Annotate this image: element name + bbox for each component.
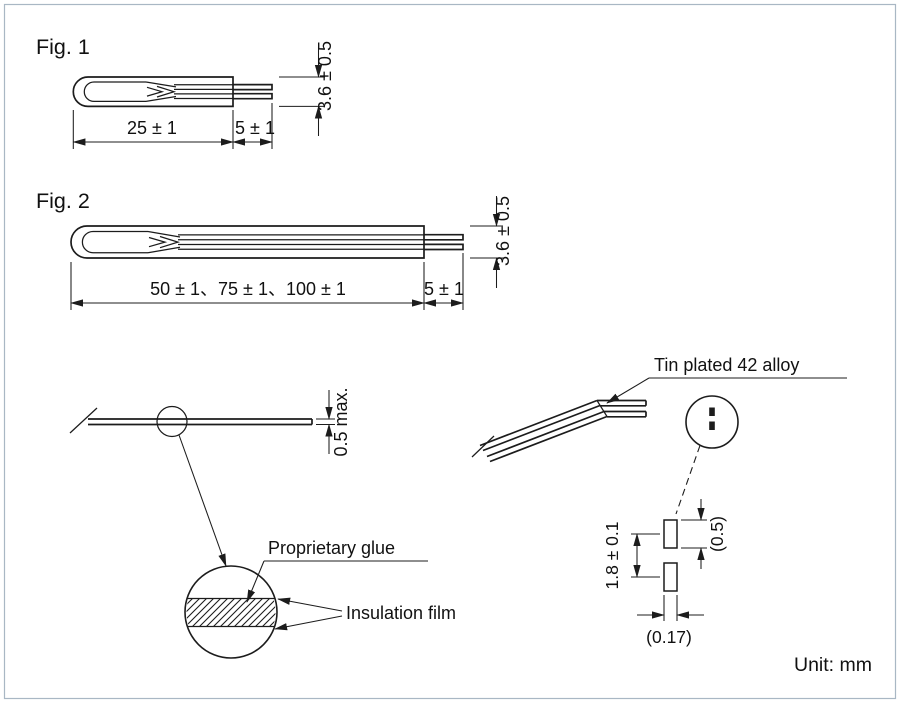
figure1: Fig. 1 25 ± 1 5 ± 1 3.6 ± 0.5 xyxy=(36,35,335,149)
alloy-label: Tin plated 42 alloy xyxy=(654,355,799,375)
lead-cross-section-dot-top xyxy=(709,407,715,416)
lead-cross-section-detail: 1.8 ± 0.1 (0.5) (0.17) xyxy=(602,499,727,647)
strip-break-mark xyxy=(471,435,495,458)
detail-circle xyxy=(184,565,278,659)
page-border xyxy=(3,3,897,700)
glue-hatch-area xyxy=(186,598,276,627)
figure2-component-body xyxy=(70,225,464,259)
figure1-lead-dimension: 5 ± 1 xyxy=(235,118,275,138)
side-view-break-mark xyxy=(69,407,98,434)
film-leader-arrow-top xyxy=(277,597,343,612)
glue-leader-arrow xyxy=(246,560,265,603)
alloy-callout: Tin plated 42 alloy xyxy=(606,355,847,404)
figure2-lead-dimension: 5 ± 1 xyxy=(424,279,464,299)
figure2-thickness-dimension: 3.6 ± 0.5 xyxy=(493,196,513,266)
figure1-lead-traces xyxy=(174,84,233,100)
film-leader-arrow-bottom xyxy=(274,615,343,631)
side-view-thickness-dimension: 0.5 max. xyxy=(331,387,351,456)
figure2-inner-outline xyxy=(81,230,148,254)
figure1-thickness-dimension: 3.6 ± 0.5 xyxy=(315,41,335,111)
lead-pitch-dimension: 1.8 ± 0.1 xyxy=(602,522,622,590)
detail-callout-circle xyxy=(156,405,188,438)
figure2: Fig. 2 50 ± 1、75 ± 1、100 ± 1 5 ± 1 3.6 ±… xyxy=(36,189,513,310)
figure2-label: Fig. 2 xyxy=(36,189,90,213)
film-strip-perspective xyxy=(479,399,608,463)
lead-cross-section-dot-bottom xyxy=(709,421,715,430)
unit-note: Unit: mm xyxy=(794,654,872,676)
figure1-sensing-element xyxy=(146,85,177,98)
cross-section-labels: Proprietary glue Insulation film xyxy=(246,538,456,631)
lead-assembly-view: Tin plated 42 alloy xyxy=(471,355,847,515)
strip-end-edge xyxy=(596,400,608,417)
figure2-body-outline xyxy=(70,225,425,259)
figure1-length-dimension: 25 ± 1 xyxy=(127,118,177,138)
lead-top xyxy=(597,399,647,407)
figure1-dimensions: 25 ± 1 5 ± 1 3.6 ± 0.5 xyxy=(72,41,335,149)
side-view-dimension: 0.5 max. xyxy=(178,387,351,567)
figure1-leads xyxy=(233,83,273,100)
alloy-leader-arrow xyxy=(606,377,650,404)
lead-section-rect-bottom xyxy=(663,562,678,592)
figure1-body-outline xyxy=(72,76,234,108)
side-view-film-edge xyxy=(88,418,313,426)
figure2-length-dimension: 50 ± 1、75 ± 1、100 ± 1 xyxy=(150,279,346,299)
side-view: 0.5 max. xyxy=(69,387,351,567)
cross-section-leader-dashed xyxy=(675,445,701,515)
lead-section-rect-top xyxy=(663,519,678,549)
figure1-inner-outline xyxy=(83,81,146,103)
figure2-leads xyxy=(424,233,464,251)
cross-section-detail: Proprietary glue Insulation film xyxy=(184,538,456,659)
figure1-component-body xyxy=(72,76,273,108)
figure1-internal-traces xyxy=(145,81,177,103)
figure2-sensing-element xyxy=(148,235,181,249)
lead-detail-dimensions: 1.8 ± 0.1 (0.5) (0.17) xyxy=(602,499,727,647)
lead-cross-section-circle xyxy=(685,395,739,449)
figure2-dimensions: 50 ± 1、75 ± 1、100 ± 1 5 ± 1 3.6 ± 0.5 xyxy=(70,196,513,310)
lead-thickness-dimension: (0.17) xyxy=(646,627,692,647)
glue-label: Proprietary glue xyxy=(268,538,395,558)
figure1-label: Fig. 1 xyxy=(36,35,90,59)
figure2-lead-traces xyxy=(178,234,424,250)
film-label: Insulation film xyxy=(346,603,456,623)
detail-leader-arrow xyxy=(178,434,227,567)
lead-width-dimension: (0.5) xyxy=(707,516,727,552)
lead-bottom xyxy=(604,410,647,418)
figure2-internal-traces xyxy=(147,230,181,254)
